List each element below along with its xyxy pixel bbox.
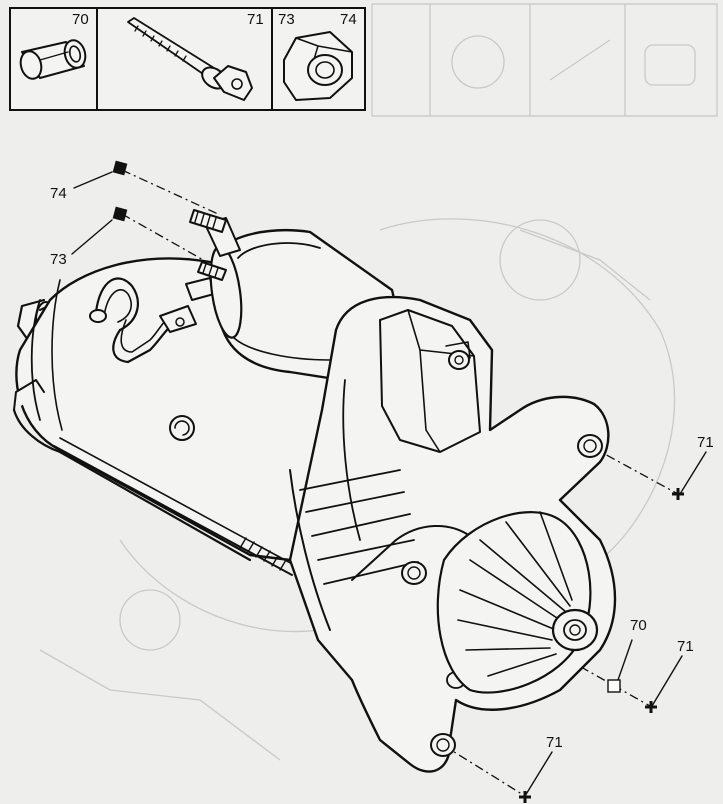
mounting-holes xyxy=(401,434,603,757)
callout-71-top: 71 xyxy=(697,434,714,451)
part-number-71: 71 xyxy=(247,11,264,28)
parts-cell-71: 71 xyxy=(127,11,264,101)
hex-nut-icon xyxy=(283,31,353,101)
parts-cell-73-74: 73 74 xyxy=(278,11,357,101)
parts-panel: 70 71 73 74 xyxy=(9,7,366,111)
background-ghost-linework xyxy=(39,3,718,761)
hex-flange-bolt-icon xyxy=(127,17,253,101)
callout-70: 70 xyxy=(630,617,647,634)
part-number-73: 73 xyxy=(278,11,295,28)
marker-71-mid-cross xyxy=(645,701,657,713)
marker-70-square xyxy=(607,679,621,693)
callout-71-mid: 71 xyxy=(677,638,694,655)
parts-cell-70: 70 xyxy=(19,11,89,80)
callout-leaders xyxy=(71,171,707,797)
marker-71-top-cross xyxy=(672,488,684,500)
marker-74-square xyxy=(112,160,128,176)
part-number-70: 70 xyxy=(72,11,89,28)
starter-motor xyxy=(12,209,617,773)
callout-labels: 74 73 71 70 71 71 xyxy=(50,185,714,751)
callout-74: 74 xyxy=(50,185,67,202)
pinion-nose xyxy=(436,511,599,694)
marker-71-bottom-cross xyxy=(519,791,531,803)
callout-73: 73 xyxy=(50,251,67,268)
field-cable xyxy=(89,277,215,364)
marker-73-square xyxy=(112,206,128,222)
callout-markers xyxy=(112,160,684,803)
callout-71-bottom: 71 xyxy=(546,734,563,751)
terminal-studs xyxy=(189,209,227,281)
spacer-sleeve-icon xyxy=(19,39,87,80)
part-number-74: 74 xyxy=(340,11,357,28)
